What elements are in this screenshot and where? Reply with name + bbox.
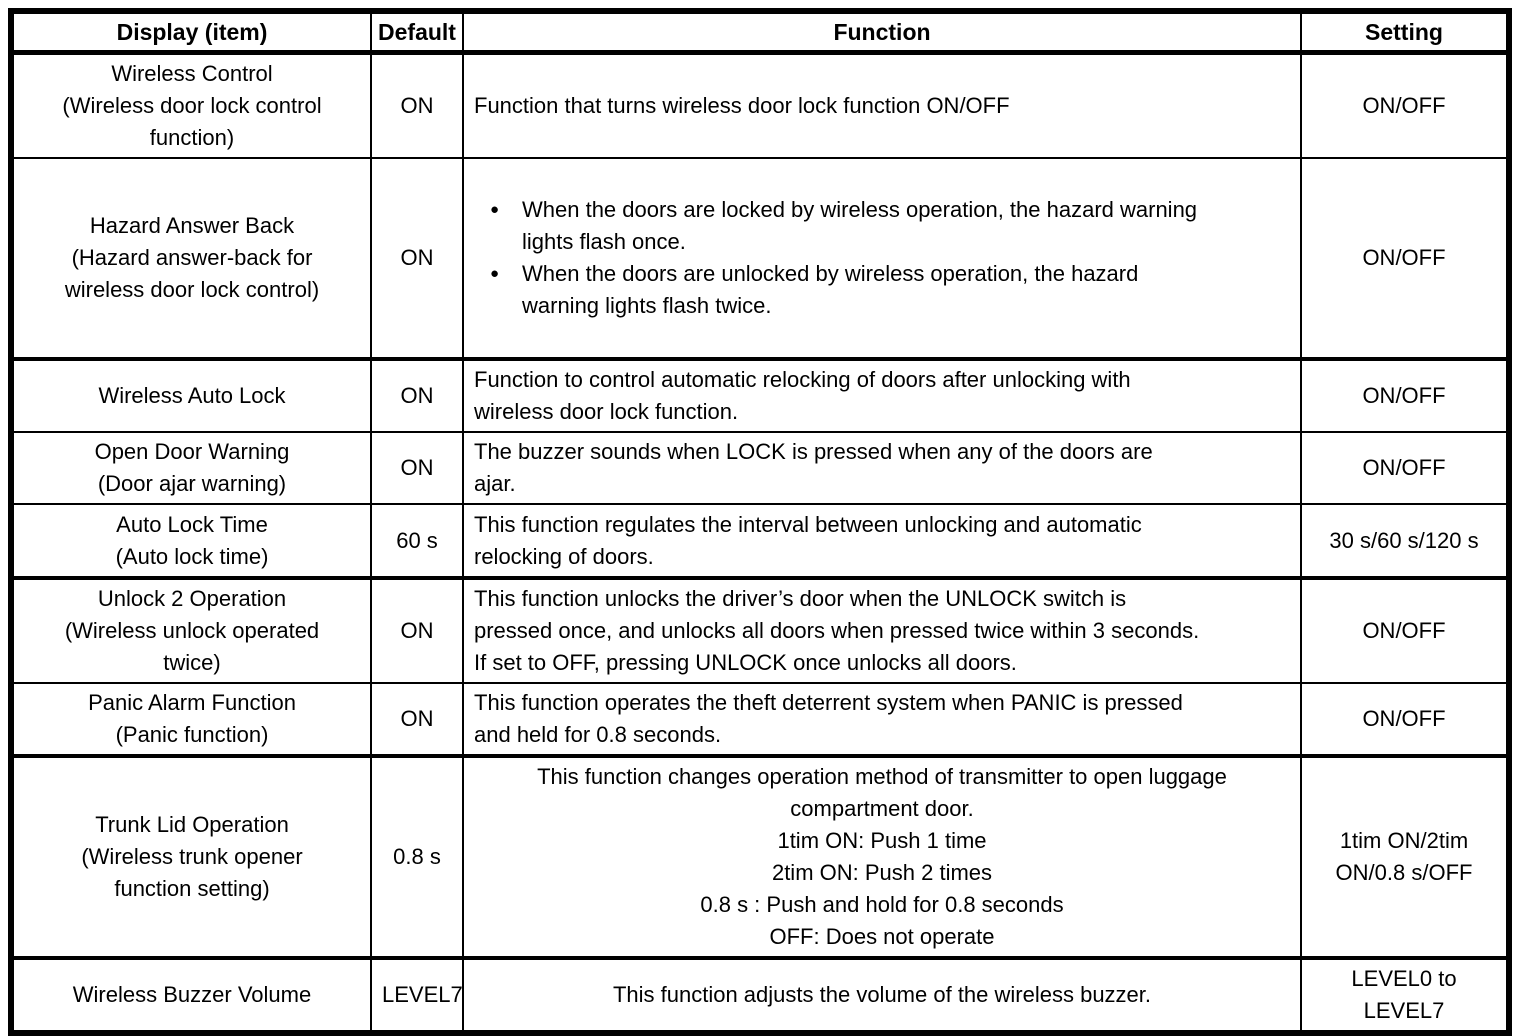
- cell-default: 0.8 s: [370, 754, 464, 959]
- cell-display: Hazard Answer Back (Hazard answer-back f…: [10, 157, 372, 360]
- cell-default: ON: [370, 576, 464, 684]
- table-row: Hazard Answer Back (Hazard answer-back f…: [10, 157, 1510, 360]
- cell-display: Open Door Warning (Door ajar warning): [10, 431, 372, 505]
- bullet-icon: ●: [490, 265, 500, 282]
- list-item: ● When the doors are locked by wireless …: [474, 194, 1290, 258]
- cell-display: Trunk Lid Operation (Wireless trunk open…: [10, 754, 372, 959]
- cell-default: ON: [370, 157, 464, 360]
- cell-default: ON: [370, 431, 464, 505]
- cell-function: Function that turns wireless door lock f…: [462, 51, 1302, 159]
- cell-function: ● When the doors are locked by wireless …: [462, 157, 1302, 360]
- cell-function: This function changes operation method o…: [462, 754, 1302, 959]
- cell-setting: ON/OFF: [1300, 157, 1510, 360]
- table-row: Trunk Lid Operation (Wireless trunk open…: [10, 754, 1510, 959]
- cell-function: This function adjusts the volume of the …: [462, 956, 1302, 1034]
- cell-display: Wireless Auto Lock: [10, 357, 372, 433]
- bullet-icon: ●: [490, 201, 500, 218]
- wireless-settings-table: Display (item) Default Function Setting …: [8, 8, 1512, 1036]
- cell-default: ON: [370, 51, 464, 159]
- bullet-text: When the doors are unlocked by wireless …: [522, 261, 1139, 318]
- header-cell-setting: Setting: [1300, 10, 1510, 55]
- header-row: Display (item) Default Function Setting: [10, 10, 1510, 55]
- cell-display: Panic Alarm Function (Panic function): [10, 682, 372, 757]
- cell-setting: ON/OFF: [1300, 576, 1510, 684]
- cell-setting: ON/OFF: [1300, 357, 1510, 433]
- cell-default: ON: [370, 682, 464, 757]
- cell-setting: ON/OFF: [1300, 431, 1510, 505]
- cell-function: This function operates the theft deterre…: [462, 682, 1302, 757]
- cell-default: ON: [370, 357, 464, 433]
- cell-default: LEVEL7: [370, 956, 464, 1034]
- table-row: Wireless Buzzer Volume LEVEL7 This funct…: [10, 956, 1510, 1034]
- cell-display: Auto Lock Time (Auto lock time): [10, 503, 372, 579]
- cell-function: Function to control automatic relocking …: [462, 357, 1302, 433]
- manual-page: Display (item) Default Function Setting …: [0, 8, 1520, 1036]
- bullet-text: When the doors are locked by wireless op…: [522, 197, 1198, 254]
- table-row: Panic Alarm Function (Panic function) ON…: [10, 682, 1510, 757]
- cell-default: 60 s: [370, 503, 464, 579]
- cell-display: Wireless Control (Wireless door lock con…: [10, 51, 372, 159]
- cell-setting: LEVEL0 to LEVEL7: [1300, 956, 1510, 1034]
- cell-setting: 30 s/60 s/120 s: [1300, 503, 1510, 579]
- header-cell-display: Display (item): [10, 10, 372, 55]
- cell-display: Unlock 2 Operation (Wireless unlock oper…: [10, 576, 372, 684]
- table-row: Auto Lock Time (Auto lock time) 60 s Thi…: [10, 503, 1510, 579]
- cell-function: The buzzer sounds when LOCK is pressed w…: [462, 431, 1302, 505]
- table-row: Open Door Warning (Door ajar warning) ON…: [10, 431, 1510, 505]
- cell-function: This function regulates the interval bet…: [462, 503, 1302, 579]
- header-cell-default: Default: [370, 10, 464, 55]
- cell-display: Wireless Buzzer Volume: [10, 956, 372, 1034]
- header-cell-function: Function: [462, 10, 1302, 55]
- table-row: Wireless Control (Wireless door lock con…: [10, 51, 1510, 159]
- cell-setting: ON/OFF: [1300, 51, 1510, 159]
- cell-setting: ON/OFF: [1300, 682, 1510, 757]
- list-item: ● When the doors are unlocked by wireles…: [474, 258, 1290, 322]
- table-row: Unlock 2 Operation (Wireless unlock oper…: [10, 576, 1510, 684]
- cell-function: This function unlocks the driver’s door …: [462, 576, 1302, 684]
- cell-setting: 1tim ON/2tim ON/0.8 s/OFF: [1300, 754, 1510, 959]
- table-row: Wireless Auto Lock ON Function to contro…: [10, 357, 1510, 433]
- bullet-list: ● When the doors are locked by wireless …: [474, 194, 1290, 322]
